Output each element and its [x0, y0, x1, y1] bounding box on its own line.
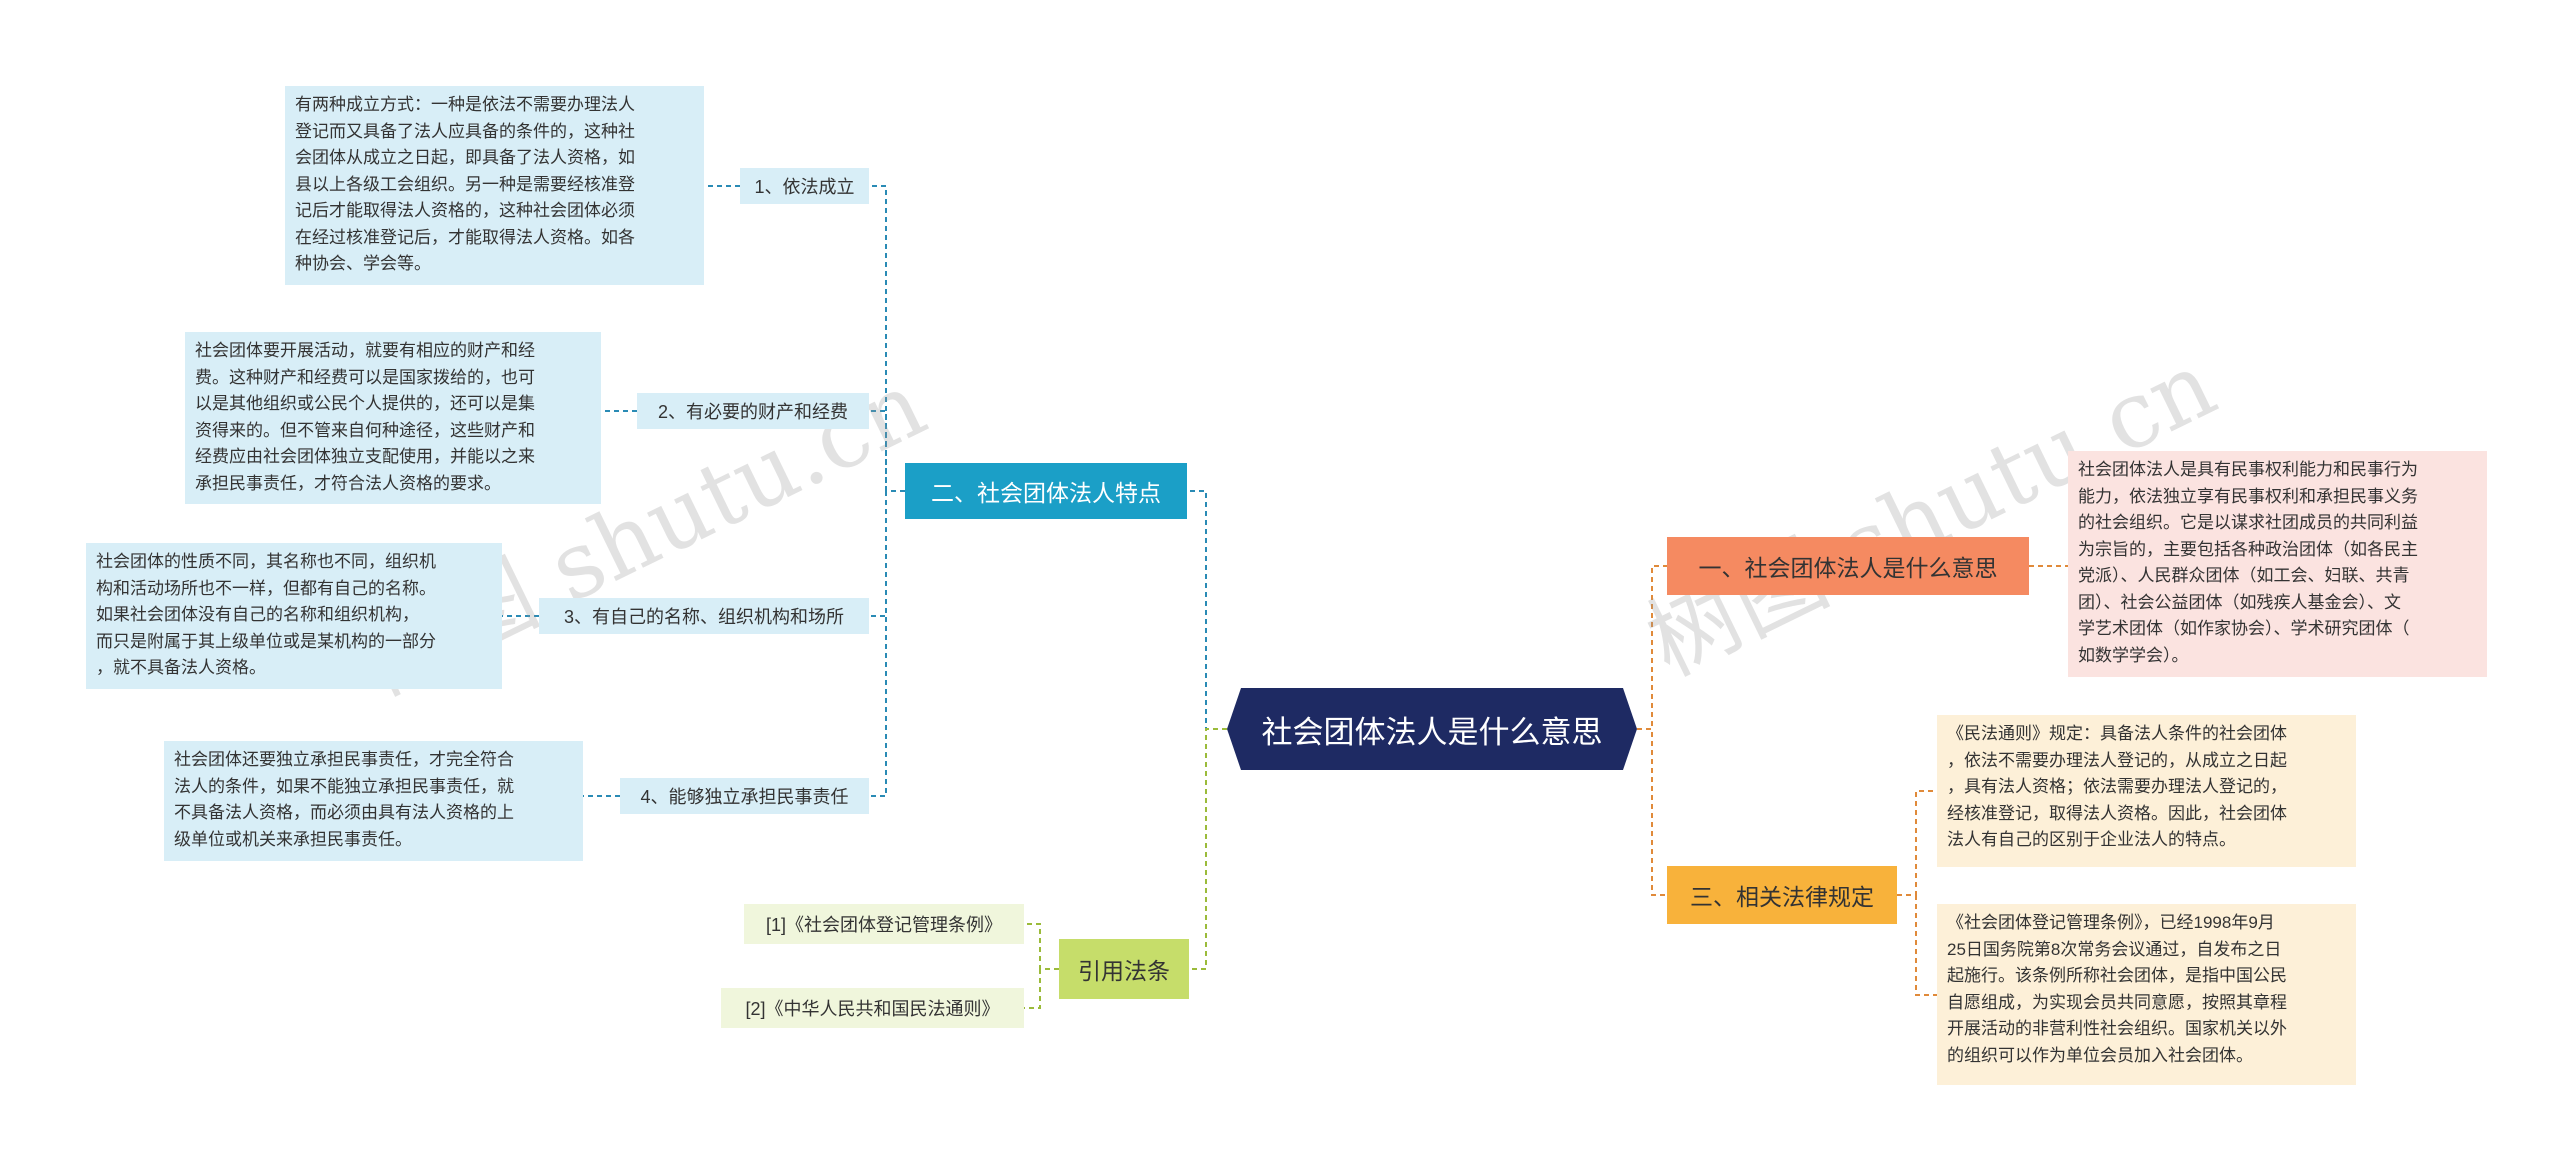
root-topic[interactable]: 社会团体法人是什么意思: [1227, 688, 1637, 770]
meaning-text: 社会团体法人是具有民事权利能力和民事行为 能力，依法独立享有民事权利和承担民事义…: [2068, 451, 2487, 677]
feature-text-2: 社会团体要开展活动，就要有相应的财产和经 费。这种财产和经费可以是国家拨给的，也…: [185, 332, 601, 504]
feature-label-2[interactable]: 2、有必要的财产和经费: [637, 393, 869, 429]
law-text-2: 《社会团体登记管理条例》，已经1998年9月 25日国务院第8次常务会议通过，自…: [1937, 904, 2356, 1085]
feature-text-3: 社会团体的性质不同，其名称也不同，组织机 构和活动场所也不一样，但都有自己的名称…: [86, 543, 502, 689]
citation-1[interactable]: [1]《社会团体登记管理条例》: [744, 904, 1024, 944]
feature-label-4[interactable]: 4、能够独立承担民事责任: [620, 778, 869, 814]
feature-text-1: 有两种成立方式：一种是依法不需要办理法人 登记而又具备了法人应具备的条件的，这种…: [285, 86, 704, 285]
law-text-1: 《民法通则》规定：具备法人条件的社会团体 ，依法不需要办理法人登记的，从成立之日…: [1937, 715, 2356, 867]
topic-meaning[interactable]: 一、社会团体法人是什么意思: [1667, 537, 2029, 595]
feature-label-3[interactable]: 3、有自己的名称、组织机构和场所: [539, 598, 869, 634]
feature-text-4: 社会团体还要独立承担民事责任，才完全符合 法人的条件，如果不能独立承担民事责任，…: [164, 741, 583, 861]
feature-label-1[interactable]: 1、依法成立: [740, 168, 869, 204]
topic-citations[interactable]: 引用法条: [1059, 939, 1189, 999]
topic-features[interactable]: 二、社会团体法人特点: [905, 463, 1187, 519]
citation-2[interactable]: [2]《中华人民共和国民法通则》: [721, 988, 1024, 1028]
topic-law[interactable]: 三、相关法律规定: [1667, 866, 1897, 924]
